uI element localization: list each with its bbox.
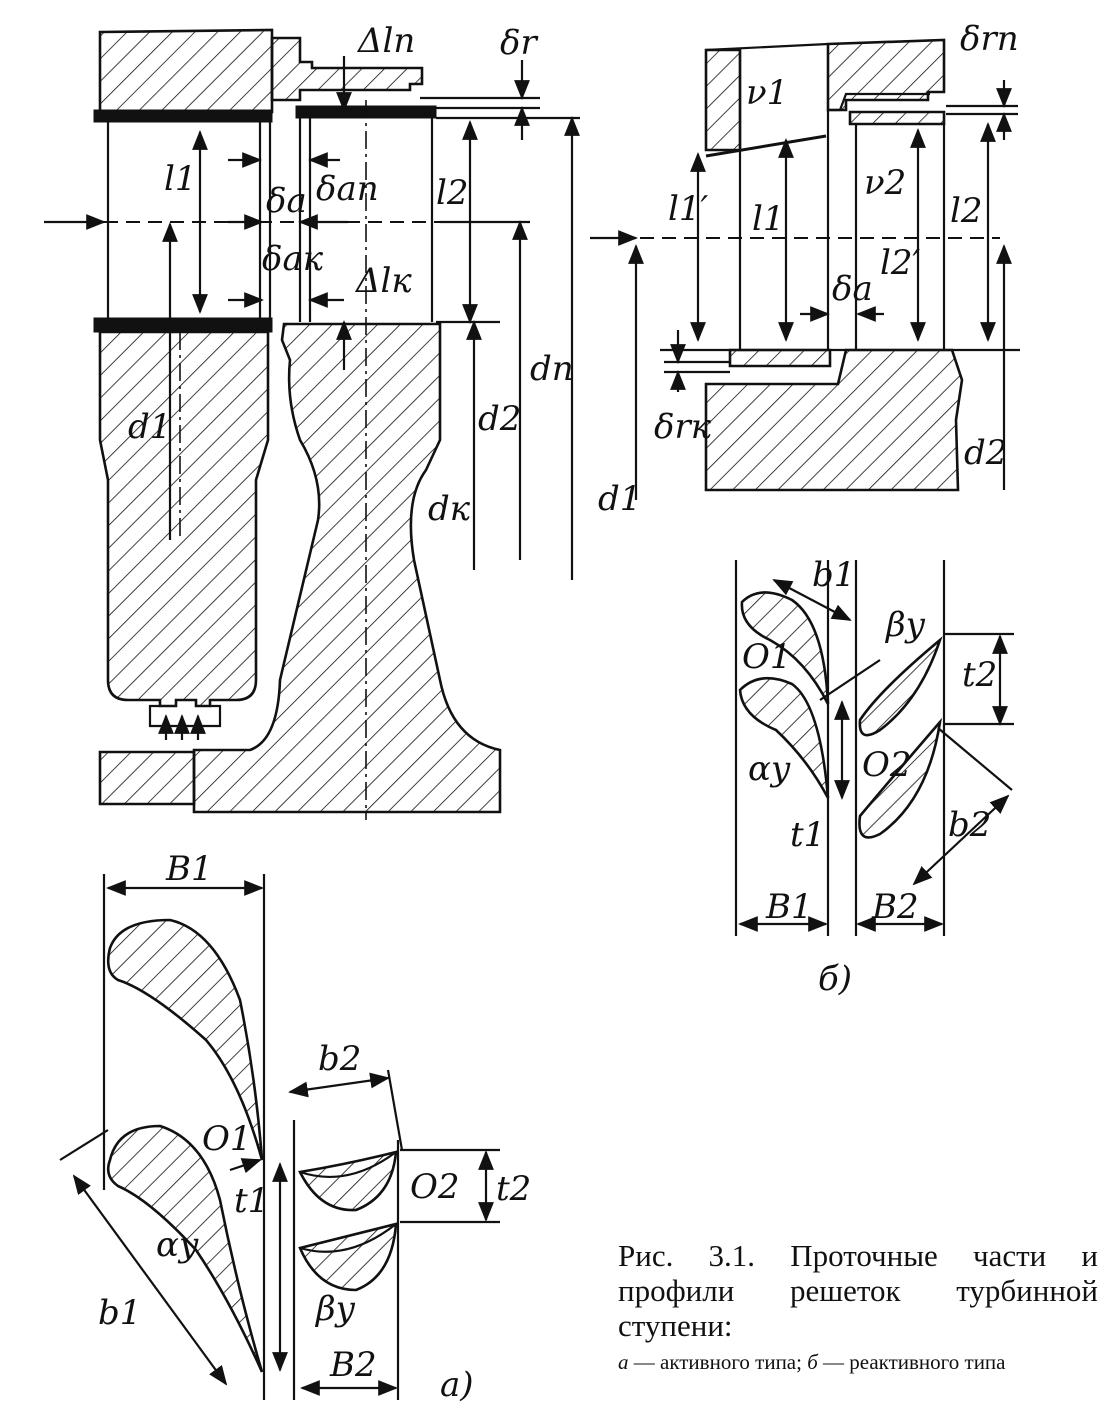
label-B1-a: B1 bbox=[165, 849, 213, 889]
label-b1-b: b1 bbox=[812, 555, 855, 595]
b2-dim-b bbox=[912, 794, 1010, 886]
label-alpha-y-b: αy bbox=[748, 749, 791, 789]
nozzle-tip-flare bbox=[705, 134, 827, 158]
label-alpha-y-a: αy bbox=[156, 1225, 199, 1265]
shroud-seal-b bbox=[828, 92, 930, 112]
label-d1-b: d1 bbox=[598, 479, 641, 519]
caption-figure-number: Рис. 3.1. bbox=[618, 1238, 756, 1273]
caption-title: Проточные части и профили решеток турбин… bbox=[618, 1238, 1099, 1343]
label-dk: dк bbox=[428, 489, 471, 529]
label-delta-r: δr bbox=[500, 23, 538, 63]
label-o1-b: O1 bbox=[742, 637, 792, 677]
label-delta-a-p: δaп bbox=[316, 169, 379, 209]
label-t2-b: t2 bbox=[962, 655, 997, 695]
throat-line-b bbox=[819, 659, 881, 701]
label-delta-a-b: δa bbox=[832, 269, 873, 309]
figure-caption: Рис. 3.1. Проточные части и профили реше… bbox=[618, 1238, 1098, 1376]
label-delta-r-p: δrп bbox=[960, 19, 1019, 59]
labyrinth-arrows bbox=[158, 714, 206, 740]
label-delta-l-k: Δlк bbox=[354, 261, 412, 301]
legend-letter-a: а bbox=[618, 1350, 629, 1374]
caption-legend: а — активного типа; б — реактивного типа bbox=[618, 1350, 1006, 1374]
panel-a-profiles: B1 b2 O1 O2 t1 t2 αy b1 βy B2 а) bbox=[59, 849, 531, 1405]
diaphragm-body bbox=[98, 330, 270, 708]
b1-dim-b bbox=[772, 579, 852, 621]
panel-a-section: Δlп δr l1 l2 δa δaп δaк Δlк d1 d2 dк dп bbox=[44, 21, 580, 820]
casing-bottom bbox=[98, 750, 196, 806]
shroud-seal-block bbox=[270, 36, 424, 102]
label-b1-a: b1 bbox=[98, 1293, 141, 1333]
rotor-disc bbox=[192, 322, 502, 814]
diaphragm-root bbox=[148, 704, 222, 728]
legend-text-b: реактивного типа bbox=[849, 1350, 1006, 1374]
label-o2-b: O2 bbox=[862, 745, 912, 785]
legend-text-a: активного типа; bbox=[660, 1350, 802, 1374]
label-d2: d2 bbox=[478, 399, 521, 439]
b2-dim-a bbox=[288, 1072, 390, 1098]
label-delta-a: δa bbox=[266, 181, 307, 221]
a-rotor-profile-1-pressure bbox=[299, 1151, 397, 1178]
label-b2-b: b2 bbox=[948, 805, 991, 845]
diaphragm-top-block bbox=[98, 28, 274, 114]
rotor-b-hub bbox=[704, 348, 964, 492]
b1-ext-a bbox=[59, 1129, 109, 1161]
b2-ext-b bbox=[937, 727, 1013, 791]
b-nozzle-profile-2 bbox=[738, 676, 830, 799]
label-l1-prime: l1′ bbox=[668, 189, 709, 229]
b-rotor-profile-1 bbox=[858, 636, 943, 737]
label-l1: l1 bbox=[164, 159, 197, 199]
label-l2-b: l2 bbox=[950, 191, 983, 231]
nozzle-band-bottom bbox=[93, 317, 273, 333]
nozzle-b-hub-band bbox=[728, 348, 832, 368]
label-o2-a: O2 bbox=[410, 1167, 460, 1207]
label-B1-b: B1 bbox=[765, 887, 813, 927]
panel-b-profiles: b1 βy t2 O1 O2 αy t1 b2 B1 B2 б) bbox=[734, 555, 1014, 999]
label-d1: d1 bbox=[128, 407, 171, 447]
label-t1-b: t1 bbox=[790, 815, 825, 855]
caption-title-block: Рис. 3.1. Проточные части и профили реше… bbox=[618, 1238, 1098, 1343]
label-t1-a: t1 bbox=[234, 1181, 269, 1221]
label-beta-y-a: βy bbox=[314, 1289, 356, 1329]
casing-top-edge bbox=[705, 42, 829, 52]
casing-left-wall bbox=[704, 48, 742, 152]
label-beta-y-b: βy bbox=[884, 605, 926, 645]
panel-b-section: δrп ν1 ν2 l1′ l1 l2 l2′ δa δrк d1 d2 bbox=[590, 19, 1020, 519]
label-delta-r-k: δrк bbox=[654, 407, 712, 447]
label-l2: l2 bbox=[436, 173, 469, 213]
nozzle-band-top bbox=[93, 109, 273, 123]
label-nu2: ν2 bbox=[864, 163, 906, 203]
a-rotor-profile-2-pressure bbox=[299, 1223, 397, 1253]
panel-tag-a: а) bbox=[440, 1365, 474, 1405]
rotor-b-shroud bbox=[848, 110, 946, 126]
label-l2-prime: l2′ bbox=[880, 243, 921, 283]
label-l1-b: l1 bbox=[752, 199, 785, 239]
label-o1-a: O1 bbox=[202, 1119, 252, 1159]
label-nu1: ν1 bbox=[746, 73, 788, 113]
label-b2-a: b2 bbox=[318, 1039, 361, 1079]
legend-letter-b: б bbox=[807, 1350, 818, 1374]
label-B2-b: B2 bbox=[871, 887, 919, 927]
label-d2-b: d2 bbox=[964, 433, 1007, 473]
throat-arrow-a bbox=[229, 1158, 262, 1174]
a-nozzle-profile-1 bbox=[106, 918, 264, 1161]
b1-dim-a bbox=[72, 1174, 228, 1386]
label-dp: dп bbox=[530, 349, 574, 389]
label-delta-a-k: δaк bbox=[262, 239, 324, 279]
label-B2-a: B2 bbox=[329, 1345, 377, 1385]
label-delta-l-p: Δlп bbox=[356, 21, 415, 61]
casing-top-block bbox=[826, 38, 946, 112]
b2-ext-a bbox=[386, 1069, 404, 1151]
label-t2-a: t2 bbox=[496, 1169, 531, 1209]
panel-tag-b: б) bbox=[818, 959, 852, 999]
b-rotor-profile-2 bbox=[858, 717, 942, 839]
